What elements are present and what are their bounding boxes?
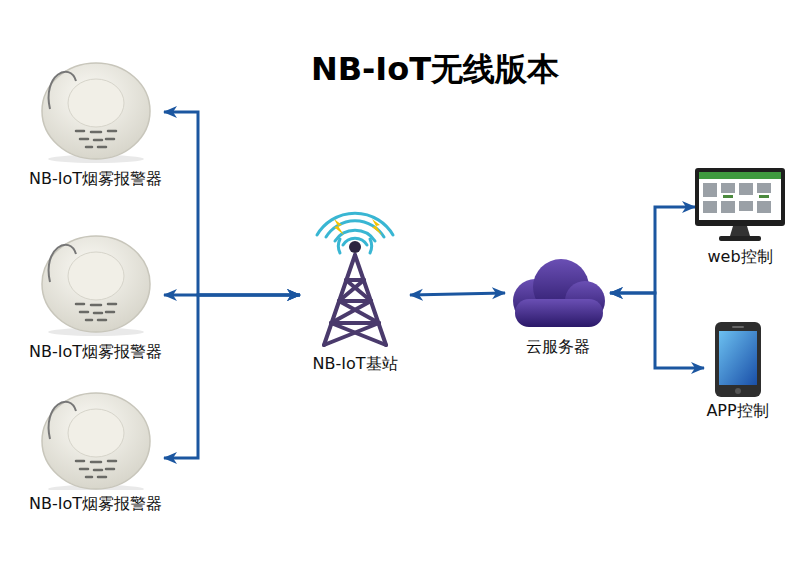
link-arrow (610, 293, 704, 368)
device-node: web控制 (695, 168, 785, 267)
link-arrow (410, 293, 505, 295)
device-node: NB-IoT基站 (300, 205, 410, 374)
link-arrow (164, 295, 300, 458)
device-node: NB-IoT烟雾报警器 (27, 385, 164, 514)
device-label: web控制 (695, 247, 785, 267)
device-icon (300, 205, 410, 350)
device-label: NB-IoT烟雾报警器 (27, 169, 164, 189)
link-arrow (164, 112, 300, 295)
device-label: APP控制 (704, 401, 771, 421)
device-icon (695, 168, 785, 243)
diagram-title: NB-IoT无线版本 (235, 48, 635, 92)
device-icon (715, 322, 761, 397)
device-label: 云服务器 (505, 337, 610, 357)
device-icon (36, 385, 156, 490)
device-label: NB-IoT烟雾报警器 (27, 342, 164, 362)
device-label: NB-IoT基站 (300, 354, 410, 374)
device-node: NB-IoT烟雾报警器 (27, 228, 164, 362)
device-icon (505, 255, 610, 333)
device-icon (36, 55, 156, 165)
device-node: 云服务器 (505, 255, 610, 357)
link-arrow (610, 207, 695, 293)
device-icon (36, 228, 156, 338)
device-node: NB-IoT烟雾报警器 (27, 55, 164, 189)
device-label: NB-IoT烟雾报警器 (27, 494, 164, 514)
device-node: APP控制 (704, 322, 771, 421)
